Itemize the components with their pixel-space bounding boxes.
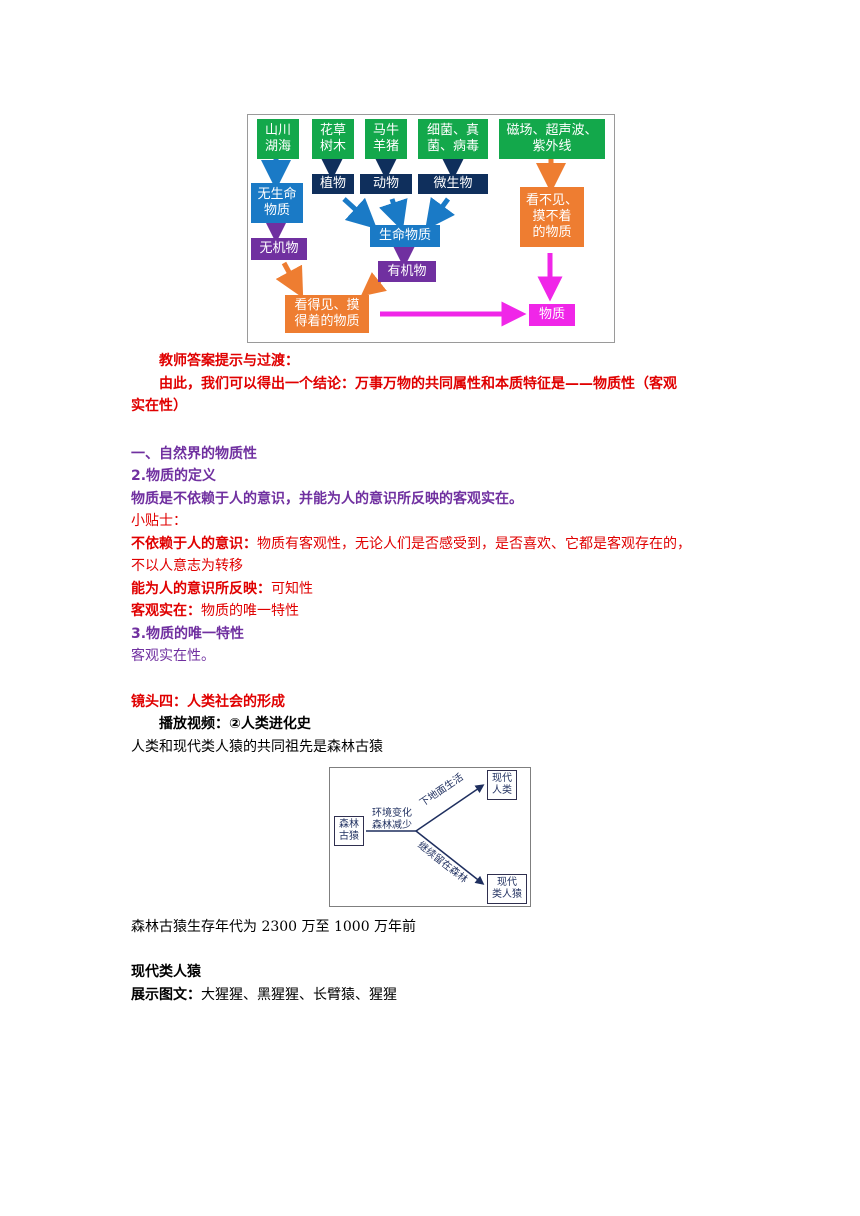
- box-modern-human: 现代 人类: [487, 770, 517, 800]
- tip-1-continued: 不以人意志为转移: [131, 558, 243, 574]
- tip-2: 能为人的意识所反映：可知性: [131, 581, 313, 597]
- arrow-animals-living: [379, 198, 408, 232]
- common-ancestor-line: 人类和现代类人猿的共同祖先是森林古猿: [131, 739, 383, 755]
- tip-3: 客观实在：物质的唯一特性: [131, 603, 299, 619]
- arrow-microbes-living: [425, 197, 455, 231]
- arrow-organic-visible: [360, 272, 387, 297]
- box-mountains: 山川 湖海: [257, 119, 299, 159]
- box-matter: 物质: [529, 304, 575, 326]
- arrow-to-humans: [415, 784, 485, 832]
- shot-four-heading: 镜头四：人类社会的形成: [131, 694, 285, 710]
- box-inorganic: 无机物: [251, 238, 307, 260]
- conclusion-line-1: 由此，我们可以得出一个结论：万事万物的共同属性和本质特征是——物质性（客观: [159, 376, 677, 392]
- show-figures-line: 展示图文：大猩猩、黑猩猩、长臂猿、猩猩: [131, 987, 397, 1003]
- arrow-plants-living: [342, 197, 378, 230]
- box-living: 生命物质: [370, 225, 440, 247]
- tip-label: 小贴士：: [131, 513, 187, 529]
- tip-1: 不依赖于人的意识：物质有客观性，无论人们是否感受到，是否喜欢、它都是客观存在的，: [131, 536, 691, 552]
- box-plants-top: 花草 树木: [312, 119, 354, 159]
- matter-definition-title: 2.物质的定义: [131, 468, 217, 484]
- box-invisible: 看不见、 摸不着 的物质: [520, 187, 584, 247]
- teacher-hint: 教师答案提示与过渡：: [159, 353, 299, 369]
- flowchart-arrows: [261, 156, 566, 327]
- matter-flowchart: 山川 湖海 花草 树木 马牛 羊猪 细菌、真 菌、病毒 磁场、超声波、 紫外线 …: [247, 114, 615, 343]
- box-modern-ape: 现代 类人猿: [487, 874, 527, 904]
- evolution-arrows: [366, 784, 485, 885]
- box-microbes-top: 细菌、真 菌、病毒: [418, 119, 488, 159]
- box-microbes: 微生物: [418, 174, 488, 194]
- box-animals-top: 马牛 羊猪: [365, 119, 407, 159]
- era-line: 森林古猿生存年代为 2300 万至 1000 万年前: [131, 919, 417, 935]
- box-nonliving: 无生命 物质: [251, 183, 303, 223]
- box-animals: 动物: [360, 174, 412, 194]
- matter-definition-body: 物质是不依赖于人的意识，并能为人的意识所反映的客观实在。: [131, 491, 523, 507]
- unique-property-title: 3.物质的唯一特性: [131, 626, 245, 642]
- modern-apes-title: 现代类人猿: [131, 964, 201, 980]
- arrow-to-apes: [415, 830, 485, 885]
- unique-property-body: 客观实在性。: [131, 648, 215, 664]
- evolution-diagram: 森林 古猿 环境变化 森林减少 下地面生活 继续留在森林 现代 人类 现代 类人…: [329, 767, 531, 907]
- section-nature-materiality: 一、自然界的物质性: [131, 446, 257, 462]
- box-invisible-top: 磁场、超声波、 紫外线: [499, 119, 605, 159]
- video-line: 播放视频：②人类进化史: [159, 716, 311, 732]
- box-organic: 有机物: [378, 261, 436, 282]
- box-plants: 植物: [312, 174, 354, 194]
- conclusion-line-2: 实在性）: [131, 398, 187, 414]
- box-visible: 看得见、摸 得着的物质: [285, 295, 369, 333]
- arrow-inorganic-visible: [275, 261, 304, 299]
- box-forest-ape: 森林 古猿: [334, 816, 364, 846]
- label-env-change: 环境变化 森林减少: [372, 808, 412, 831]
